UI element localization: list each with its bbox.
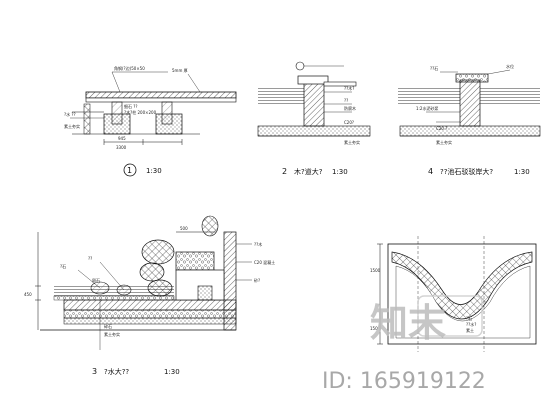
dim-label: 1500: [370, 268, 381, 273]
caption-number: 2: [282, 167, 287, 176]
caption-scale: 1:30: [514, 168, 530, 176]
dim-label: 945: [118, 136, 126, 141]
note-label: 细石 ??: [124, 103, 138, 109]
note-label: 防腐木: [344, 105, 356, 111]
leader: [77, 269, 101, 289]
leader: [487, 69, 511, 75]
watermark-logo-text: 知末: [370, 301, 446, 345]
note-label: ?石: [60, 264, 66, 269]
dim-label: 450: [24, 292, 32, 297]
note-label: ??木?: [344, 85, 354, 91]
note-label: 1:2水泥砂浆: [416, 105, 438, 111]
leader: [99, 261, 125, 291]
caption-title: ?水大??: [104, 367, 129, 376]
pump-box: [197, 285, 213, 301]
watermark: 知末 ID: 165919122: [322, 295, 486, 394]
caption-title: ??池石驳驳岸大?: [440, 167, 493, 176]
deck-beam: [85, 97, 237, 103]
note-label: 卵石: [92, 277, 100, 283]
gravel-layer: [63, 309, 237, 319]
note-label: 素土夯实: [436, 139, 452, 145]
note-label: ??: [344, 98, 348, 103]
leader: [187, 73, 201, 93]
note-label: ?木?柱 200×200: [124, 109, 157, 115]
caption-title: 木?道大?: [294, 167, 323, 176]
detail-4: ??石 水位 1:2水泥砂浆 C20 ? 素土夯实 4 ??池石驳驳岸大? 1:…: [398, 63, 541, 176]
pile: [83, 103, 91, 135]
shrub: [201, 215, 219, 237]
caption-scale: 1:30: [332, 168, 348, 176]
note-label: 角钢(?边)50×50: [114, 65, 145, 71]
rock: [147, 279, 173, 297]
detail-1: 945 3300 角钢(?边)50×50 5mm 厚 细石 ?? ?木?柱 20…: [64, 65, 237, 177]
base-slab: [63, 299, 237, 311]
water-surface: [395, 265, 531, 339]
wall: [459, 79, 481, 127]
planter: [175, 251, 215, 271]
note-label: 素土夯实: [104, 331, 120, 337]
caption-scale: 1:30: [146, 167, 162, 175]
water-surface: [258, 86, 304, 104]
stone-cap: [455, 73, 489, 83]
caption-number: 3: [92, 367, 97, 376]
base-slab: [399, 125, 541, 137]
caption-number: 4: [428, 167, 433, 176]
water-surface: [54, 286, 174, 296]
deck-board: [323, 81, 357, 87]
note-label: 碎石: [104, 323, 112, 329]
note-label: ??水?: [466, 321, 476, 327]
note-label: C20 ?: [436, 126, 447, 131]
note-label: ?水 ??: [64, 111, 76, 117]
detail-3: 450 500 ?石 ?? 卵石 ??木 C20 混凝土 砂? 碎石 素土夯实 …: [24, 215, 275, 376]
note-label: ?石: [466, 316, 472, 321]
sand-layer: [63, 317, 237, 325]
note-label: 素土夯实: [344, 139, 360, 145]
caption-number: 1: [127, 166, 132, 175]
note-label: ??石: [430, 66, 438, 71]
section-symbol: [295, 61, 305, 71]
caption-scale: 1:30: [164, 368, 180, 376]
water-surface: [480, 86, 540, 104]
note-label: C20?: [344, 120, 354, 125]
note-label: 水位: [506, 63, 514, 69]
note-label: C20 混凝土: [254, 259, 275, 265]
watermark-id: ID: 165919122: [322, 369, 486, 394]
note-label: 5mm 厚: [172, 68, 188, 73]
wall: [303, 81, 325, 127]
note-label: ??木: [254, 241, 262, 247]
dim-label: 500: [180, 226, 188, 231]
note-label: 素土: [466, 327, 474, 333]
note-label: 素土夯实: [64, 123, 80, 129]
footing: [155, 113, 183, 135]
note-label: ??: [88, 256, 92, 261]
detail-2: ??木? ?? 防腐木 C20? 素土夯实 2 木?道大? 1:30: [257, 61, 371, 176]
wood-cap: [297, 75, 329, 85]
watermark-logo-box: [417, 295, 483, 337]
deck-board: [85, 91, 237, 99]
dim-label: 3300: [116, 145, 127, 150]
caption-circle: [123, 163, 137, 177]
note-label: 砂?: [254, 277, 260, 283]
leader: [111, 71, 121, 93]
pebble-bed: [53, 295, 175, 301]
rock: [139, 262, 165, 282]
base-slab: [257, 125, 371, 137]
detail-5: 1500 150 ?石 ??水? 素土: [370, 236, 537, 352]
rock: [141, 239, 175, 265]
footing: [103, 113, 131, 135]
water-surface: [398, 86, 460, 104]
dim-label: 150: [370, 326, 378, 331]
